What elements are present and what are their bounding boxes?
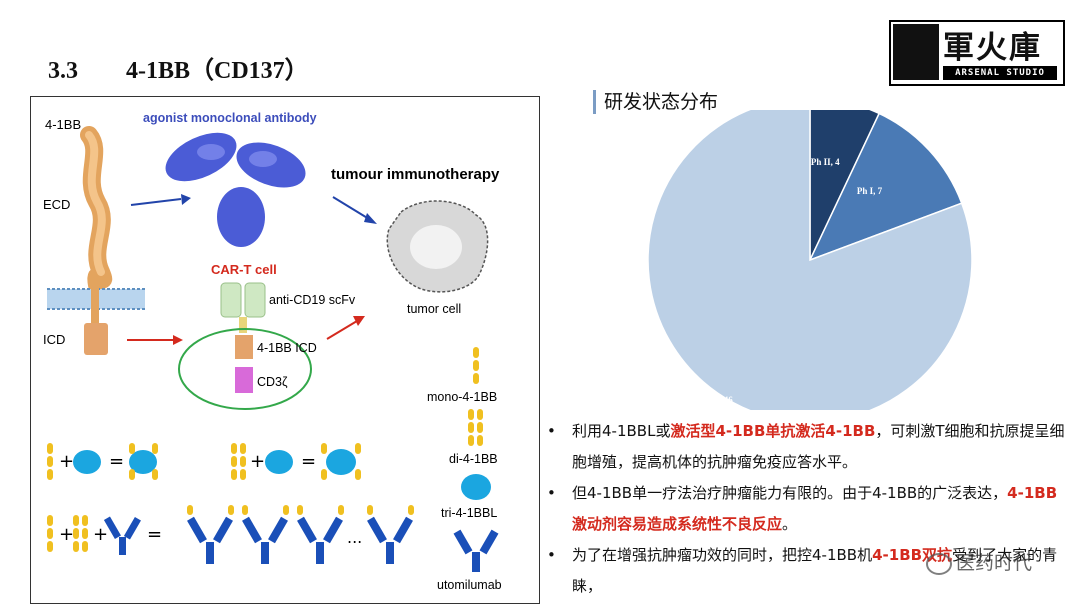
label-41bb: 4-1BB xyxy=(45,117,81,132)
plus-sign: + xyxy=(93,524,108,545)
tri-41bbl-icon xyxy=(461,474,491,500)
figure-svg: 4-1BB ECD ICD agonist monoclonal antibod… xyxy=(43,111,502,592)
section-number: 3.3 xyxy=(48,58,78,84)
mechanism-figure: 4-1BB ECD ICD agonist monoclonal antibod… xyxy=(30,96,540,604)
label-icd2: 4-1BB ICD xyxy=(257,341,317,355)
pie-slice-ph-i xyxy=(808,112,963,262)
label-mono: mono-4-1BB xyxy=(427,390,497,404)
label-icd: ICD xyxy=(43,332,65,347)
combination-row-2: + + = ... xyxy=(47,505,414,564)
mono-41bb-icon xyxy=(473,347,479,384)
bullet-text: 为了在增强抗肿瘤功效的同时，把控4-1BB机 xyxy=(572,546,873,564)
bullet-text: 。 xyxy=(782,515,798,533)
bullet-text: 受到了大家的青睐， xyxy=(572,546,1058,595)
label-ecd: ECD xyxy=(43,197,70,212)
combination-row-1: + = + = xyxy=(47,443,361,480)
pie-label: Ph I, 7 xyxy=(857,186,883,196)
plus-sign: + xyxy=(250,451,265,472)
logo-chinese-text: 軍火庫 xyxy=(943,30,1042,66)
slide-title: 3.3 4-1BB（CD137） xyxy=(48,50,309,85)
bullet-text: 利用4-1BBL或 xyxy=(572,422,671,440)
chart-title: 研发状态分布 xyxy=(593,90,718,114)
tank-logo-icon xyxy=(893,24,939,80)
bullet-item: •为了在增强抗肿瘤功效的同时，把控4-1BB机4-1BB双抗受到了大家的青睐， xyxy=(547,540,1072,602)
pie-slice-discovery xyxy=(647,110,973,410)
wechat-icon xyxy=(926,552,952,575)
arrow-cart-to-tumour-icon xyxy=(326,320,358,340)
section-title: 4-1BB（CD137） xyxy=(126,58,309,84)
bullet-text: ，可刺激T细胞和抗原提呈细胞增殖，提高机体的抗肿瘤免疫应答水平。 xyxy=(572,422,1065,471)
label-tumour: tumour immunotherapy xyxy=(331,166,500,183)
agonist-antibody-icon xyxy=(165,132,306,247)
label-cd3z: CD3ζ xyxy=(257,375,288,389)
bullet-text: 但4-1BB单一疗法治疗肿瘤能力有限的。由于4-1BB的广泛表达， xyxy=(572,484,1008,502)
arrowhead-icon xyxy=(173,335,183,345)
bullet-marker: • xyxy=(547,484,556,502)
label-utomi: utomilumab xyxy=(437,578,502,592)
ellipsis: ... xyxy=(347,528,362,547)
label-tri: tri-4-1BBL xyxy=(441,506,497,520)
cell-membrane-icon xyxy=(47,283,145,323)
bullet-text: 4-1BB激动剂容易造成系统性不良反应 xyxy=(572,484,1058,533)
arrowhead-icon xyxy=(353,316,365,326)
bullet-marker: • xyxy=(547,546,556,564)
arrowhead-icon xyxy=(181,194,191,205)
equals-sign: = xyxy=(147,524,162,545)
tumor-cell-icon xyxy=(386,200,489,293)
receptor-ecd-icon xyxy=(80,126,113,294)
arrowhead-icon xyxy=(364,213,377,224)
equals-sign: = xyxy=(301,451,316,472)
label-scfv: anti-CD19 scFv xyxy=(269,293,356,307)
scfv-icon xyxy=(220,282,266,333)
bullet-item: • 利用4-1BBL或激活型4-1BB单抗激活4-1BB，可刺激T细胞和抗原提呈细… xyxy=(547,416,1072,478)
label-agonist: agonist monoclonal antibody xyxy=(143,111,317,125)
utomilumab-icon xyxy=(453,529,499,572)
bullet-marker: • xyxy=(547,422,556,440)
pie-label: Ph II, 4 xyxy=(811,157,840,167)
plus-sign: + xyxy=(59,451,74,472)
arrow-to-antibody-icon xyxy=(130,198,182,206)
equals-sign: = xyxy=(109,451,124,472)
arsenal-logo: 軍火庫 ARSENAL STUDIO xyxy=(889,20,1065,86)
label-di: di-4-1BB xyxy=(449,452,498,466)
bullet-text: 激活型4-1BB单抗激活4-1BB xyxy=(670,422,876,440)
pie-label: Discovery, 46 xyxy=(682,395,733,405)
watermark-text: 医药时代 xyxy=(956,552,1033,574)
plus-sign: + xyxy=(59,524,74,545)
bullet-item: • 但4-1BB单一疗法治疗肿瘤能力有限的。由于4-1BB的广泛表达，4-1BB激… xyxy=(547,478,1072,540)
cd3z-icon xyxy=(235,367,253,393)
di-41bb-icon xyxy=(468,409,483,446)
label-tumorcell: tumor cell xyxy=(407,302,461,316)
logo-english-text: ARSENAL STUDIO xyxy=(943,66,1057,80)
bullet-list: • 利用4-1BBL或激活型4-1BB单抗激活4-1BB，可刺激T细胞和抗原提呈细… xyxy=(547,416,1072,602)
icd-block-icon xyxy=(84,323,108,355)
car-icd-icon xyxy=(235,335,253,359)
pie-chart: Ph II, 4 Ph I, 7 Discovery, 46 xyxy=(647,110,973,410)
label-cart: CAR-T cell xyxy=(211,262,277,277)
arrow-to-tumour-icon xyxy=(332,196,370,220)
cart-cell-outline-icon xyxy=(178,328,312,410)
watermark: 医药时代 xyxy=(926,548,1032,575)
